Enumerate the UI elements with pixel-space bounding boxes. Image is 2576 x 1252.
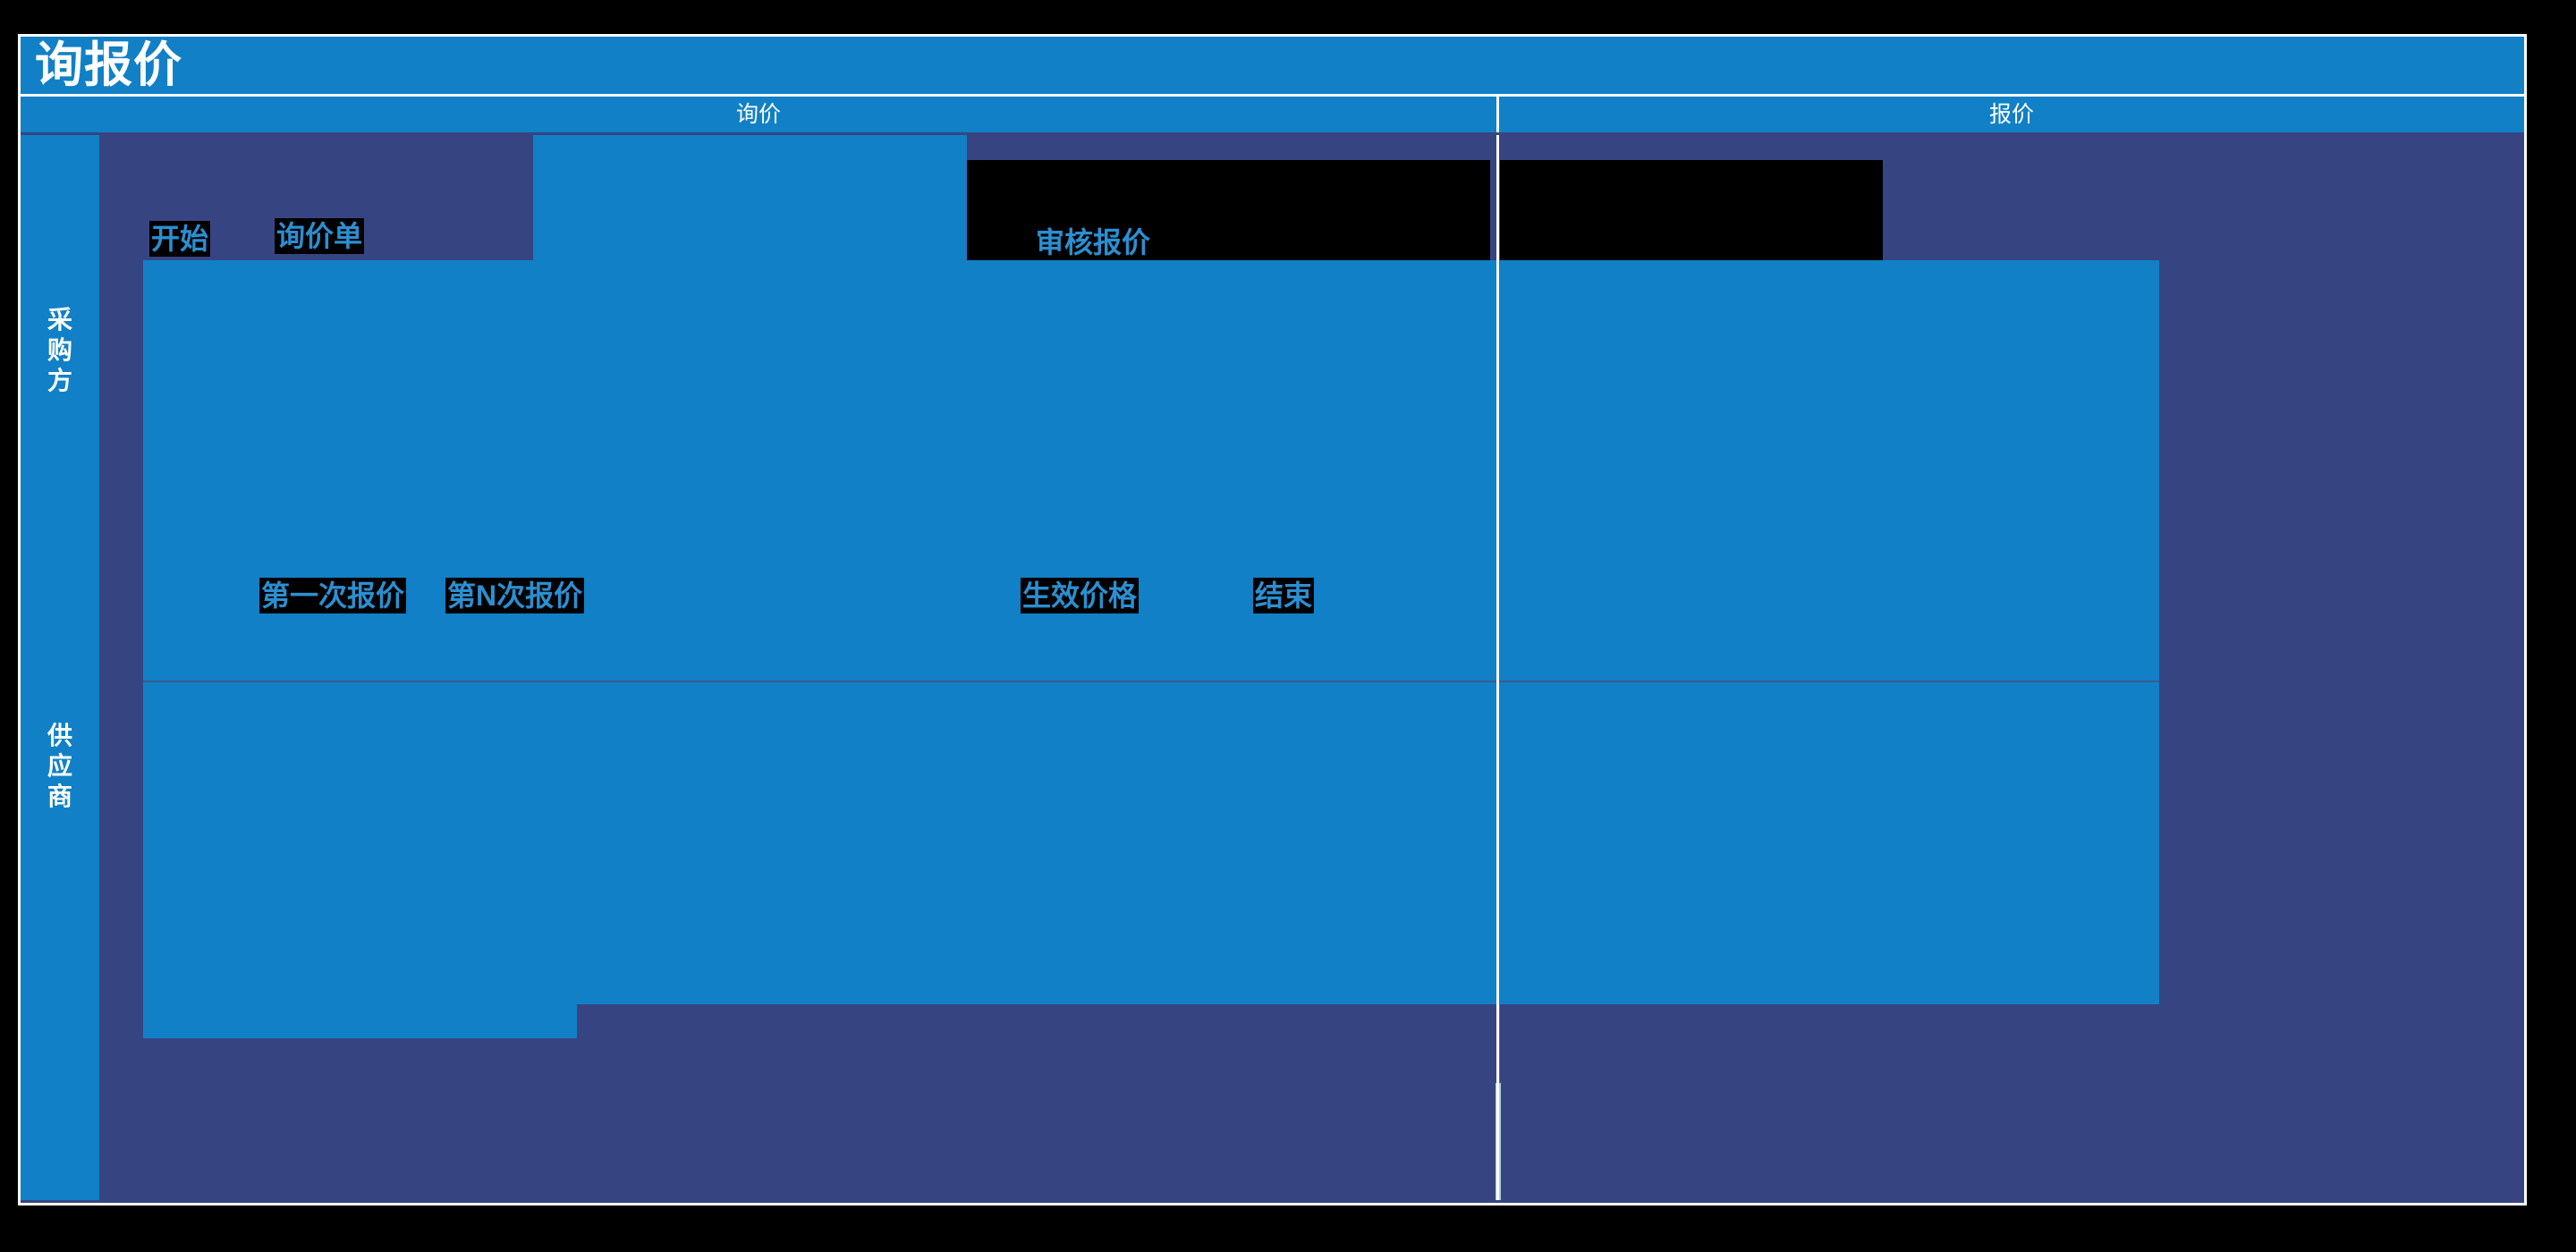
lane-label-supplier: 供应商 <box>47 722 72 810</box>
quote-review-fill <box>967 271 1883 298</box>
diagram-title-bar: 询报价 <box>21 37 2524 97</box>
phase-header-quote: 报价 <box>1988 102 2034 127</box>
node-end[interactable]: 结束 <box>1253 578 1315 613</box>
lane-label-sidebar: 采购方 供应商 <box>21 135 99 1200</box>
node-review-quote[interactable]: 审核报价 <box>1034 224 1153 260</box>
lane-label-buyer: 采购方 <box>47 306 72 394</box>
process-diagram-panel: 询报价 询价 报价 采购方 供应商 <box>18 34 2527 1205</box>
node-first-quote[interactable]: 第一次报价 <box>259 578 407 613</box>
page-title: 询报价 <box>35 38 182 92</box>
occlusion-block-right <box>1500 160 1883 272</box>
body-phase-divider <box>1496 135 1499 1200</box>
node-start[interactable]: 开始 <box>149 221 211 257</box>
phase-header-inquiry: 询价 <box>735 102 781 127</box>
lane-body-canvas: 开始 询价单 审核报价 第一次报价 第N次报价 生效价格 结束 <box>99 135 2524 1200</box>
phase-header-row: 询价 报价 <box>21 97 2524 132</box>
process-block-separator <box>143 681 2159 682</box>
process-block-main <box>143 260 2159 681</box>
node-rfq[interactable]: 询价单 <box>275 218 365 254</box>
phase-header-divider <box>1496 97 1499 132</box>
process-block-lower <box>143 682 2159 1004</box>
node-nth-quote[interactable]: 第N次报价 <box>445 578 585 613</box>
supplier-tail-block <box>143 1004 577 1038</box>
inquiry-entry-block <box>533 135 967 260</box>
node-active-price[interactable]: 生效价格 <box>1021 578 1140 613</box>
